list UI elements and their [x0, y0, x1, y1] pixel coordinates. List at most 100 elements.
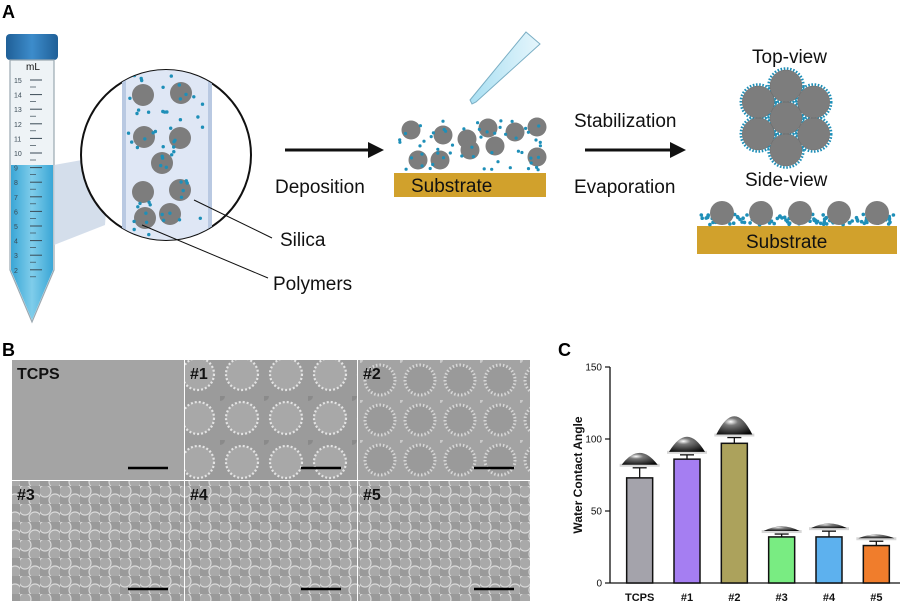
polymer-dot: [536, 155, 541, 159]
polymer-dot: [132, 227, 136, 232]
polymer-shell: [767, 67, 805, 105]
polymer-dot: [504, 132, 508, 136]
polymer-dot: [135, 111, 139, 116]
polymer-dot: [818, 221, 823, 226]
polymer-dot: [460, 154, 464, 158]
bar-2: [720, 442, 749, 584]
polymer-dot: [138, 201, 142, 206]
tube-unit-label: mL: [26, 62, 40, 73]
polymer-dot: [198, 216, 202, 220]
polymer-dot: [777, 214, 782, 219]
polymer-dot: [431, 131, 435, 135]
polymer-dot: [859, 219, 864, 224]
polymer-dot: [144, 220, 149, 224]
micrograph-panel: #1: [185, 360, 357, 480]
silica-particle: [527, 117, 547, 137]
polymer-dot: [170, 153, 174, 157]
polymer-dot: [418, 144, 422, 148]
tube-scale-label: 5: [14, 224, 18, 231]
x-tick-label: #3: [776, 592, 788, 604]
polymer-dot: [537, 124, 541, 128]
silica-particle: [169, 127, 191, 149]
polymer-dot: [429, 135, 433, 139]
polymer-dot: [536, 168, 540, 172]
polymer-dot: [520, 150, 524, 155]
x-tick-label: #5: [870, 592, 882, 604]
silica-label: Silica: [280, 230, 326, 251]
droplet-surface: [619, 463, 660, 467]
silica-particle: [408, 150, 428, 170]
top-view-hexagon: [739, 67, 833, 169]
tube-scale-label: 12: [14, 122, 22, 129]
micrograph-grid: TCPS#1#2#3#4#5: [12, 360, 530, 601]
polymer-dot: [139, 237, 144, 240]
polymer-dot: [179, 180, 183, 184]
silica-particle: [865, 201, 889, 225]
polymer-dot: [824, 222, 829, 226]
polymer-dot: [161, 85, 165, 90]
water-droplet: [858, 534, 895, 539]
side-substrate-label: Substrate: [746, 232, 827, 253]
droplet-surface: [667, 450, 707, 454]
polymer-dot: [184, 92, 188, 97]
silica-particle: [433, 125, 453, 145]
silica-particle: [430, 150, 450, 170]
tube-scale-label: 9: [14, 166, 18, 173]
polymer-dot: [420, 164, 424, 168]
polymer-dot: [787, 222, 791, 227]
polymer-dot: [862, 221, 867, 226]
polymer-dot: [173, 138, 177, 142]
polymer-dot: [184, 179, 188, 183]
tube-scale-label: 6: [14, 209, 18, 216]
polymer-dot: [428, 166, 432, 171]
polymer-dot: [812, 218, 816, 223]
polymer-shell: [767, 99, 805, 137]
polymer-dot: [450, 143, 455, 147]
tube-scale-label: 10: [14, 151, 22, 158]
polymer-dot: [128, 96, 132, 101]
water-droplet: [716, 416, 753, 435]
polymer-dot: [126, 131, 131, 135]
polymer-dot: [199, 235, 203, 239]
silica-particle: [132, 181, 154, 203]
evaporation-label: Evaporation: [574, 177, 675, 198]
micrograph-image: [358, 481, 530, 601]
polymer-dot: [172, 150, 176, 154]
polymer-dot: [822, 220, 827, 224]
polymer-dot: [861, 212, 866, 217]
polymer-dot: [143, 137, 147, 141]
tube-scale-label: 11: [14, 136, 21, 143]
tube-cap: [6, 34, 58, 60]
water-droplet: [621, 452, 658, 465]
polymer-dot: [160, 212, 164, 217]
polymer-dot: [177, 218, 182, 222]
silica-particle: [485, 136, 505, 156]
polymer-dot: [163, 110, 167, 114]
silica-particle: [478, 118, 498, 138]
polymer-dot: [888, 220, 892, 224]
water-droplet: [811, 523, 847, 529]
polymer-dot: [169, 126, 173, 130]
polymer-dot: [728, 222, 732, 226]
polymer-dot: [850, 219, 854, 223]
polymer-dot: [741, 216, 745, 220]
polymer-dot: [442, 127, 446, 132]
micrograph-label: TCPS: [17, 366, 60, 383]
polymer-dot: [160, 154, 164, 158]
polymer-dot: [178, 97, 183, 101]
polymer-dot: [529, 161, 533, 165]
polymers-label: Polymers: [273, 274, 352, 295]
polymer-dot: [516, 149, 521, 153]
polymer-dot: [133, 238, 137, 240]
silica-particle: [170, 82, 192, 104]
silica-particle: [742, 117, 775, 151]
polymer-dot: [499, 119, 503, 123]
tube-scale-label: 2: [14, 268, 18, 275]
stabilization-arrow: [585, 142, 686, 158]
silica-particle: [769, 101, 803, 135]
bar-5: [862, 544, 891, 584]
polymer-dot: [132, 219, 136, 224]
magnified-view: [80, 69, 252, 241]
